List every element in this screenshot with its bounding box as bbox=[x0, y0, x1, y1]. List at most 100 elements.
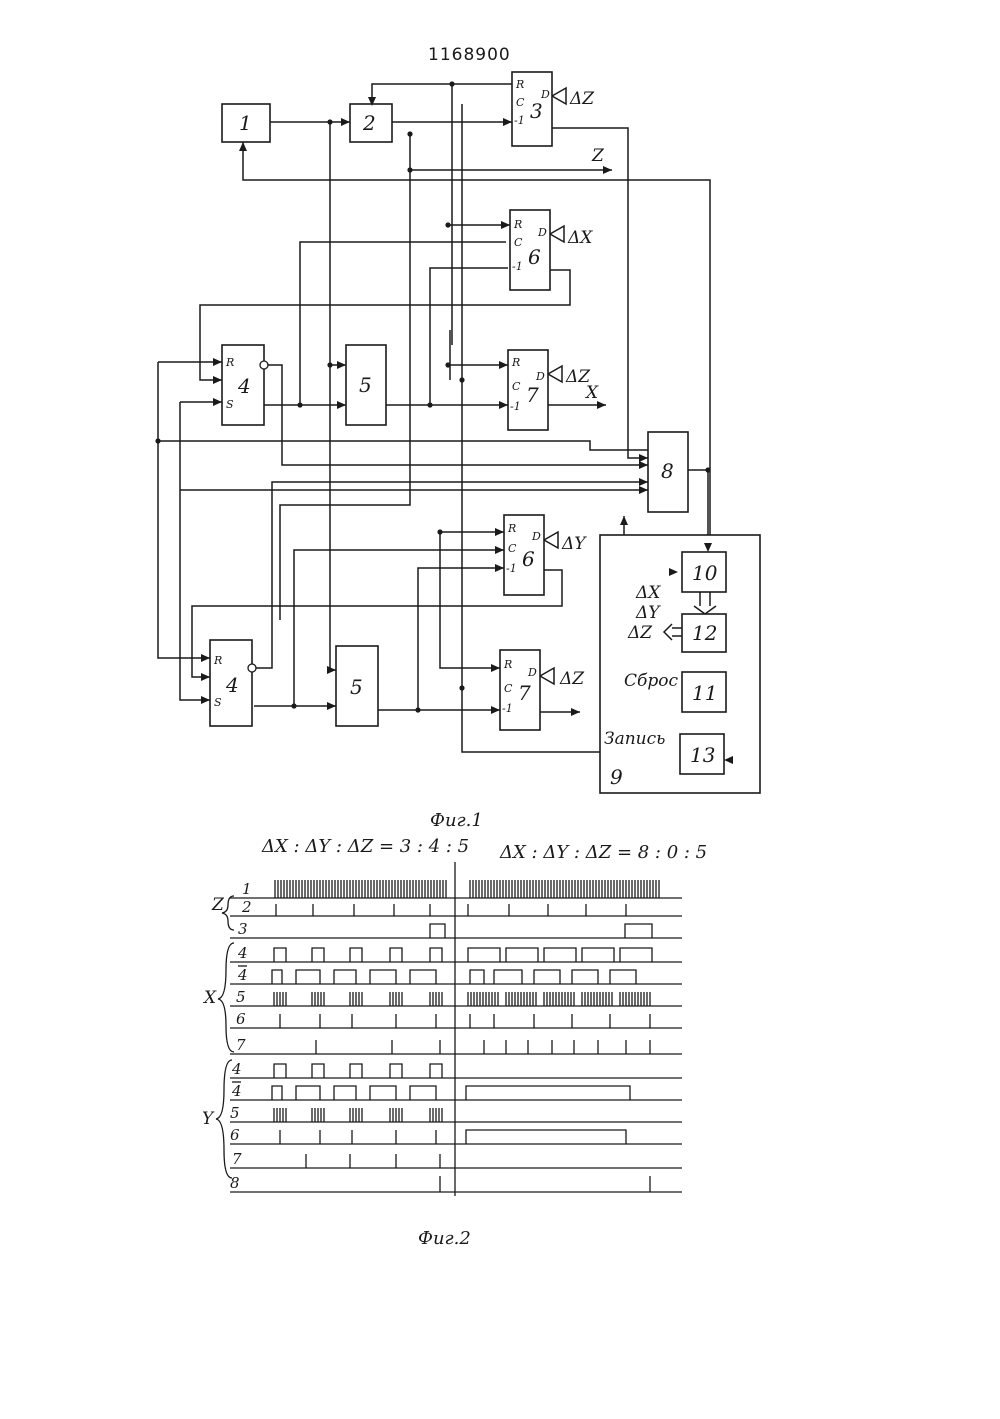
patent-number: 1168900 bbox=[428, 45, 511, 65]
timing-pulse bbox=[625, 924, 652, 938]
timing-pulse bbox=[390, 1064, 402, 1078]
block-8-label: 8 bbox=[661, 459, 674, 483]
block-5-x-label: 5 bbox=[359, 373, 372, 397]
timing-pulse bbox=[274, 948, 286, 962]
timing-pulse bbox=[572, 970, 598, 984]
timing-row-label: 6 bbox=[236, 1010, 246, 1028]
pin-c: C bbox=[512, 380, 521, 393]
timing-pulse bbox=[272, 970, 282, 984]
group-y-label: Y bbox=[202, 1109, 215, 1129]
pin-d: D bbox=[535, 370, 545, 383]
block-5-y-label: 5 bbox=[350, 675, 363, 699]
timing-pulse bbox=[430, 948, 442, 962]
timing-row-label: 4 bbox=[231, 1082, 242, 1100]
pin-r: R bbox=[507, 522, 516, 535]
timing-pulse bbox=[370, 970, 396, 984]
pin-c: C bbox=[516, 96, 525, 109]
ratio-left: ΔX : ΔY : ΔZ = 3 : 4 : 5 bbox=[261, 836, 469, 857]
pin-d: D bbox=[527, 666, 537, 679]
counter-7-y-label: 7 bbox=[518, 681, 531, 705]
counter-7-x-label: 7 bbox=[526, 383, 539, 407]
timing-pulse bbox=[468, 948, 500, 962]
timing-pulse bbox=[470, 970, 484, 984]
dz-input-label: ΔZ bbox=[569, 89, 595, 109]
pin-r: R bbox=[511, 356, 520, 369]
counter-6-x-label: 6 bbox=[528, 245, 541, 269]
counter-6-y-label: 6 bbox=[522, 547, 535, 571]
timing-pulse bbox=[466, 1086, 630, 1100]
pin-minus-one: -1 bbox=[506, 562, 517, 575]
timing-pulse bbox=[370, 1086, 396, 1100]
timing-pulse bbox=[410, 970, 436, 984]
timing-pulse bbox=[274, 1064, 286, 1078]
block-13-label: 13 bbox=[690, 743, 715, 767]
timing-pulse bbox=[296, 1086, 320, 1100]
block-diagram: 1 2 R C -1 D 3 R C -1 D 6 R S 4 5 R C -1… bbox=[155, 72, 760, 831]
ratio-right: ΔX : ΔY : ΔZ = 8 : 0 : 5 bbox=[499, 842, 707, 863]
reset-label: Сброс bbox=[624, 671, 679, 691]
write-label: Запись bbox=[604, 729, 665, 749]
timing-row-label: 1 bbox=[242, 880, 252, 898]
pin-d: D bbox=[537, 226, 547, 239]
timing-pulse bbox=[494, 970, 522, 984]
row-pulses bbox=[272, 880, 659, 1192]
fig1-caption: Фиг.1 bbox=[430, 810, 483, 831]
timing-pulse bbox=[620, 948, 652, 962]
register-dx-label: ΔX bbox=[635, 583, 661, 603]
timing-pulse bbox=[610, 970, 636, 984]
pin-c: C bbox=[508, 542, 517, 555]
block-12-label: 12 bbox=[692, 621, 717, 645]
timing-pulse bbox=[430, 924, 445, 938]
pin-r: R bbox=[513, 218, 522, 231]
pin-d: D bbox=[531, 530, 541, 543]
pin-r: R bbox=[515, 78, 524, 91]
timing-row-label: 5 bbox=[236, 988, 246, 1006]
pin-minus-one: -1 bbox=[514, 114, 525, 127]
pin-r: R bbox=[213, 654, 222, 667]
timing-pulse bbox=[296, 970, 320, 984]
row-baselines bbox=[230, 898, 682, 1192]
timing-pulse bbox=[334, 1086, 356, 1100]
controller-9-label: 9 bbox=[610, 765, 623, 789]
fig2-caption: Фиг.2 bbox=[418, 1228, 471, 1249]
group-x-label: X bbox=[202, 988, 217, 1008]
pin-minus-one: -1 bbox=[510, 400, 521, 413]
timing-pulse bbox=[466, 1130, 626, 1144]
pin-r: R bbox=[503, 658, 512, 671]
timing-pulse bbox=[390, 948, 402, 962]
trigger-4-y-label: 4 bbox=[225, 673, 239, 697]
trigger-4-x-label: 4 bbox=[237, 374, 251, 398]
block-1-label: 1 bbox=[239, 111, 252, 135]
timing-row-label: 6 bbox=[230, 1126, 240, 1144]
timing-pulse bbox=[534, 970, 560, 984]
timing-pulse bbox=[544, 948, 576, 962]
timing-diagram: ΔX : ΔY : ΔZ = 3 : 4 : 5 ΔX : ΔY : ΔZ = … bbox=[202, 836, 707, 1249]
pin-s: S bbox=[214, 696, 222, 709]
dx-input-label: ΔX bbox=[567, 228, 593, 248]
timing-pulse bbox=[506, 948, 538, 962]
timing-pulse bbox=[582, 948, 614, 962]
group-z-label: Z bbox=[211, 895, 225, 915]
z-output-label: Z bbox=[591, 146, 605, 166]
timing-pulse bbox=[410, 1086, 436, 1100]
timing-pulse bbox=[312, 948, 324, 962]
pin-c: C bbox=[514, 236, 523, 249]
timing-row-label: 4 bbox=[237, 944, 248, 962]
block-2-label: 2 bbox=[362, 111, 376, 135]
block-10-label: 10 bbox=[692, 561, 718, 585]
timing-pulse bbox=[334, 970, 356, 984]
timing-row-label: 8 bbox=[230, 1174, 240, 1192]
timing-pulse bbox=[430, 1064, 442, 1078]
pin-r: R bbox=[225, 356, 234, 369]
timing-row-label: 3 bbox=[238, 920, 248, 938]
pin-c: C bbox=[504, 682, 513, 695]
timing-pulse bbox=[272, 1086, 282, 1100]
timing-row-label: 7 bbox=[236, 1036, 246, 1054]
timing-row-label: 7 bbox=[232, 1150, 242, 1168]
block-11-label: 11 bbox=[692, 681, 717, 705]
timing-row-label: 2 bbox=[241, 898, 252, 916]
pin-minus-one: -1 bbox=[502, 702, 513, 715]
pin-s: S bbox=[226, 398, 234, 411]
